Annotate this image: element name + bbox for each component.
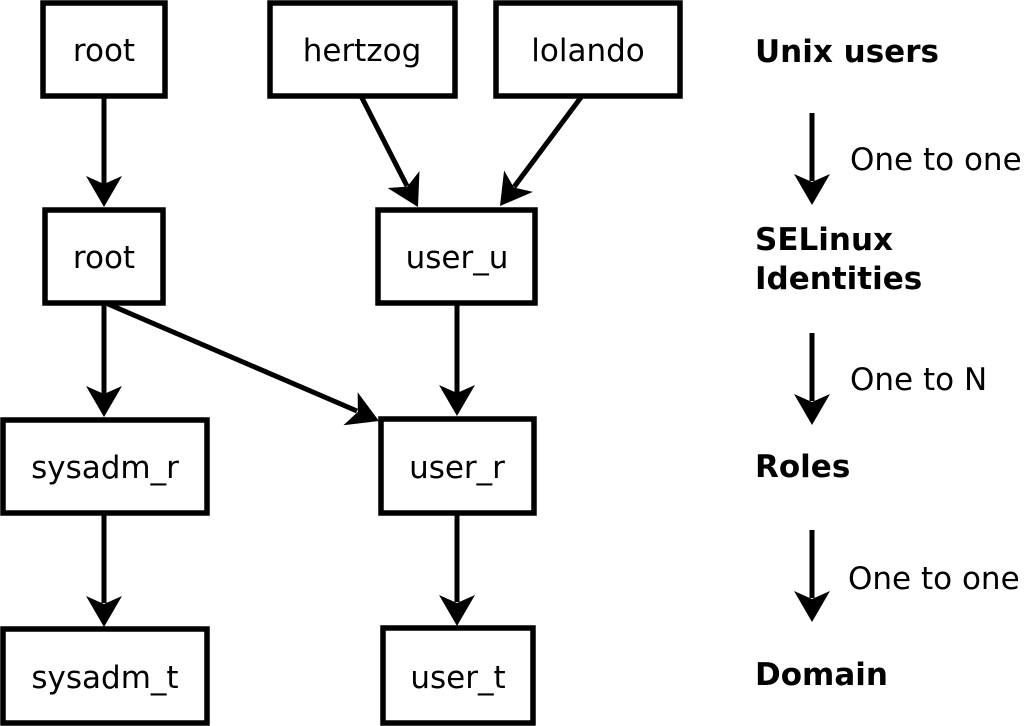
legend-arrow-one-to-one-1 [794,113,830,205]
node-lolando-label: lolando [531,33,644,69]
arrowhead-icon [500,170,533,206]
node-sysadm-r-box [0,417,210,516]
legend-arrow-one-to-one-2 [794,530,830,622]
legend: Unix users One to one SELinux Identities… [755,34,1022,693]
node-hertzog-label: hertzog [303,33,422,69]
edge-hertzog-to-user-u [358,94,420,207]
arrowhead-icon [86,386,122,417]
node-lolando-box [493,0,683,99]
arrowhead-icon [794,394,830,425]
node-root-unix-box [40,0,168,99]
edge-root-to-user-r [107,301,379,426]
edge-sysadm-r-to-sysadm-t [86,513,122,627]
node-sysadm-t: sysadm_t [0,626,210,726]
node-user-r-box [378,416,537,516]
edge-lolando-to-user-u [500,94,585,206]
node-hertzog: hertzog [267,0,458,99]
node-sysadm-t-box [0,626,210,726]
node-user-r: user_r [378,416,537,516]
node-root-selinux-box [42,207,166,306]
legend-level-selinux: SELinux [755,222,893,258]
node-user-t-label: user_t [410,660,505,696]
legend-level-identities: Identities [755,261,922,297]
edge-line [107,301,358,414]
arrowhead-icon [387,171,420,207]
node-lolando: lolando [493,0,683,99]
node-user-r-label: user_r [409,450,505,486]
legend-relation-one-to-one-1: One to one [850,142,1022,178]
node-sysadm-t-label: sysadm_t [31,660,178,696]
node-root-selinux: root [42,207,166,306]
node-user-u-label: user_u [406,240,509,276]
node-user-u-box [375,207,538,306]
node-root-unix-label: root [73,33,135,69]
arrowhead-icon [794,174,830,205]
arrowhead-icon [439,385,475,416]
legend-arrow-one-to-n [794,333,830,425]
edge-line [511,94,585,189]
node-user-t: user_t [380,625,536,726]
arrowhead-icon [343,392,379,426]
node-hertzog-box [267,0,458,99]
legend-level-unix-users: Unix users [755,34,939,70]
edge-root-to-root [86,95,122,207]
node-sysadm-r: sysadm_r [0,417,210,516]
node-user-t-box [380,625,536,726]
edge-user-r-to-user-t [439,513,475,626]
edge-user-u-to-user-r [439,303,475,416]
legend-relation-one-to-n: One to N [850,362,987,398]
arrowhead-icon [86,176,122,207]
edge-root-to-sysadm-r [86,303,122,417]
arrowhead-icon [794,591,830,622]
edge-line [358,94,410,188]
node-root-selinux-label: root [73,240,135,276]
arrowhead-icon [439,595,475,626]
legend-relation-one-to-one-2: One to one [848,561,1020,597]
legend-level-domain: Domain [755,657,888,693]
arrowhead-icon [86,596,122,627]
node-user-u: user_u [375,207,538,306]
node-root-unix: root [40,0,168,99]
legend-level-roles: Roles [755,449,850,485]
node-sysadm-r-label: sysadm_r [31,450,179,486]
